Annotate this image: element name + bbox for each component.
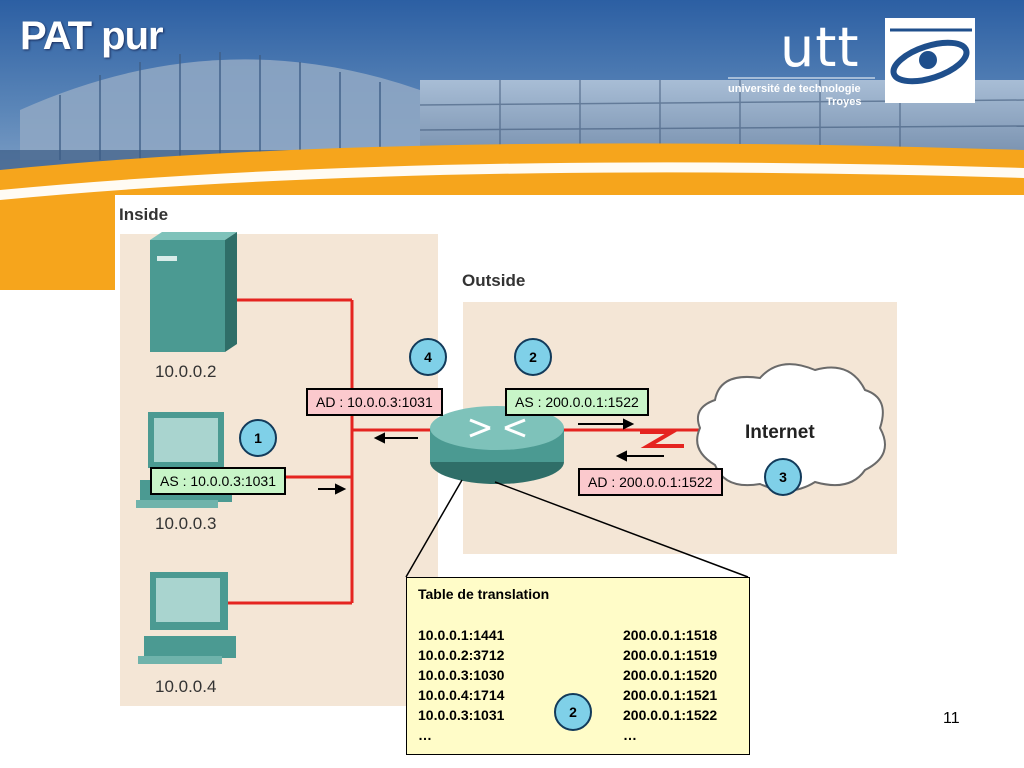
- table-row: … …: [418, 727, 738, 747]
- inside-label: Inside: [119, 205, 169, 224]
- outside-address: 200.0.0.1:1518: [623, 627, 718, 643]
- destination-address-inside: AD : 10.0.0.3:1031: [306, 388, 443, 416]
- page-number: 11: [943, 710, 960, 727]
- slide-title: PAT pur: [20, 14, 164, 58]
- header-banner: [0, 0, 1024, 290]
- logo-wordmark: utt: [780, 16, 860, 79]
- table-row: 10.0.0.3:1030 200.0.0.1:1520: [418, 667, 738, 687]
- callout-lines: [405, 479, 749, 578]
- internet-cloud-icon: [696, 363, 886, 492]
- table-row: 10.0.0.4:1714 200.0.0.1:1521: [418, 687, 738, 707]
- step-badge: 1: [239, 419, 277, 457]
- step-badge: 2: [554, 693, 592, 731]
- outside-address: 200.0.0.1:1519: [623, 647, 718, 663]
- table-row: 10.0.0.2:3712 200.0.0.1:1519: [418, 647, 738, 667]
- step-badge: 4: [409, 338, 447, 376]
- outside-address: …: [623, 727, 637, 743]
- workstation-icon-2: [138, 572, 236, 664]
- host-ip-label: 10.0.0.4: [155, 677, 217, 696]
- outside-address: 200.0.0.1:1522: [623, 707, 718, 723]
- outside-label: Outside: [462, 271, 526, 290]
- table-row: 10.0.0.1:1441 200.0.0.1:1518: [418, 627, 738, 647]
- serial-link-zigzag: [640, 430, 684, 448]
- inside-address: …: [418, 727, 432, 743]
- router-icon: [430, 406, 564, 484]
- inside-address: 10.0.0.4:1714: [418, 687, 505, 703]
- workstation-icon-1: [136, 412, 232, 508]
- logo-city: Troyes: [826, 96, 862, 108]
- host-ip-label: 10.0.0.3: [155, 514, 217, 533]
- utt-logo-icon: [890, 28, 972, 85]
- outside-address: 200.0.0.1:1520: [623, 667, 718, 683]
- step-badge: 2: [514, 338, 552, 376]
- table-row: 10.0.0.3:1031 200.0.0.1:1522: [418, 707, 738, 727]
- inside-address: 10.0.0.3:1031: [418, 707, 505, 723]
- inside-address: 10.0.0.3:1030: [418, 667, 505, 683]
- internet-label: Internet: [745, 422, 815, 443]
- step-badge: 3: [764, 458, 802, 496]
- host-ip-label: 10.0.0.2: [155, 362, 217, 381]
- direction-arrows: [318, 418, 664, 495]
- translation-table-title: Table de translation: [418, 586, 550, 602]
- server-icon: [150, 232, 237, 352]
- inside-address: 10.0.0.2:3712: [418, 647, 505, 663]
- outside-address: 200.0.0.1:1521: [623, 687, 718, 703]
- destination-address-outside: AD : 200.0.0.1:1522: [578, 468, 723, 496]
- source-address-outside: AS : 200.0.0.1:1522: [505, 388, 649, 416]
- inside-address: 10.0.0.1:1441: [418, 627, 505, 643]
- network-links: [228, 298, 700, 605]
- logo-subtitle: université de technologie: [728, 83, 861, 95]
- source-address-inside: AS : 10.0.0.3:1031: [150, 467, 286, 495]
